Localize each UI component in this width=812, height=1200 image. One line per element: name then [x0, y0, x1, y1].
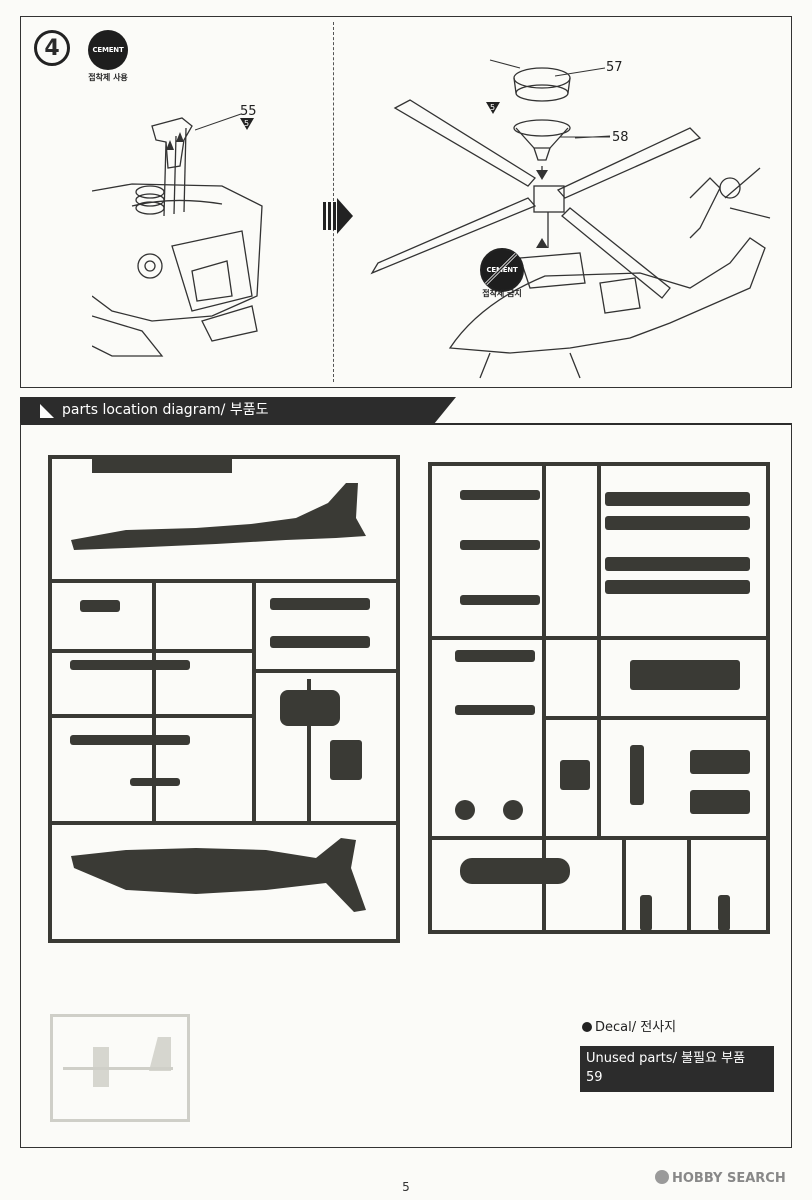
part — [80, 600, 120, 612]
svg-text:5: 5 — [244, 119, 249, 128]
step-arrow-icon — [323, 198, 353, 234]
unused-parts-box: Unused parts/ 불필요 부품 59 — [580, 1046, 774, 1092]
callout-leader-57 — [555, 67, 606, 77]
part — [605, 516, 750, 530]
part — [460, 490, 540, 500]
cement-icon: CEMENT — [88, 30, 128, 70]
part — [640, 895, 652, 931]
part — [70, 735, 190, 745]
cement-use-label: 접착제 사용 — [88, 73, 128, 82]
part — [605, 557, 750, 571]
bullet-icon — [582, 1022, 592, 1032]
section-flag-icon — [40, 404, 54, 418]
part — [455, 705, 535, 715]
part — [455, 650, 535, 662]
part — [460, 858, 570, 884]
step-number-badge: 4 — [34, 30, 70, 66]
part — [630, 660, 740, 690]
part — [560, 760, 590, 790]
part — [280, 690, 340, 726]
parts-diagram-frame — [20, 423, 792, 1148]
part — [605, 580, 750, 594]
part — [718, 895, 730, 931]
step-left-illustration — [92, 117, 263, 357]
no-cement-slash — [484, 252, 518, 286]
section-header-bar — [20, 397, 456, 424]
section-rule — [20, 423, 792, 425]
part — [503, 800, 523, 820]
sprue-b-frame — [428, 462, 770, 934]
callout-part-55: 55 — [240, 104, 257, 119]
page-number: 5 — [402, 1180, 410, 1194]
part — [690, 790, 750, 814]
callout-leader-58 — [560, 136, 610, 138]
sprue-marker-5-left: 5 — [240, 118, 254, 133]
fuselage-half-lower — [71, 838, 366, 912]
part — [330, 740, 362, 780]
decal-label: Decal/ 전사지 — [582, 1016, 676, 1035]
part — [130, 778, 180, 786]
cement-forbidden-label: 접착제 금지 — [482, 289, 522, 298]
callout-part-58: 58 — [612, 130, 629, 145]
clear-parts-sprue — [50, 1014, 190, 1122]
part — [630, 745, 644, 805]
part — [605, 492, 750, 506]
part — [270, 636, 370, 648]
watermark-text: HOBBY SEARCH — [672, 1171, 786, 1186]
part — [270, 598, 370, 610]
part — [460, 595, 540, 605]
unused-parts-numbers: 59 — [586, 1070, 603, 1085]
hobby-search-logo-icon — [655, 1170, 669, 1184]
svg-text:5: 5 — [490, 103, 495, 112]
unused-parts-label: Unused parts/ 불필요 부품 — [586, 1051, 746, 1066]
watermark: HOBBY SEARCH — [655, 1170, 786, 1186]
part — [460, 540, 540, 550]
section-title: parts location diagram/ 부품도 — [62, 402, 269, 418]
assembly-step-panel — [20, 16, 792, 388]
part — [455, 800, 475, 820]
callout-part-57: 57 — [606, 60, 623, 75]
callout-leader-55 — [195, 113, 242, 131]
part — [690, 750, 750, 774]
step-right-illustration — [370, 59, 771, 379]
sprue-a-frame — [48, 455, 400, 943]
part — [70, 660, 190, 670]
sprue-marker-5-right: 5 — [486, 102, 500, 117]
decal-label-text: Decal/ 전사지 — [595, 1020, 677, 1035]
fuselage-half-upper — [71, 483, 366, 550]
